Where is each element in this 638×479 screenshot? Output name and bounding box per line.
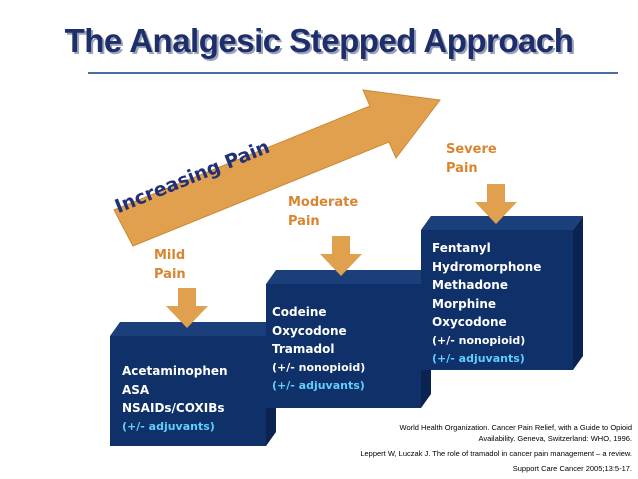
citation-who: World Health Organization. Cancer Pain R… bbox=[400, 422, 632, 444]
drug-item: NSAIDs/COXIBs bbox=[122, 401, 225, 415]
citation-who-line1: World Health Organization. Cancer Pain R… bbox=[399, 423, 632, 432]
step-1-drug-list: Acetaminophen ASA NSAIDs/COXIBs (+/- adj… bbox=[122, 362, 228, 436]
drug-item: Oxycodone bbox=[432, 315, 507, 329]
citation-who-line2: Availability. Geneva, Switzerland: WHO, … bbox=[478, 434, 632, 443]
step-2-top bbox=[266, 270, 431, 284]
drug-item: Oxycodone bbox=[272, 323, 347, 338]
drug-item: Fentanyl bbox=[432, 241, 491, 255]
citation-leppert-line1: Leppert W, Luczak J. The role of tramado… bbox=[360, 449, 632, 458]
drug-item: Codeine bbox=[272, 305, 327, 319]
drug-item: Tramadol bbox=[272, 342, 335, 356]
step-3-side bbox=[573, 216, 583, 370]
drug-item: Methadone bbox=[432, 278, 508, 292]
drug-item: Hydromorphone bbox=[432, 259, 542, 274]
step-1-pain-label-line1: Mild bbox=[154, 248, 186, 263]
drug-item: ASA bbox=[122, 382, 150, 397]
drug-item: Acetaminophen bbox=[122, 364, 228, 378]
step-2-adjuvants: (+/- adjuvants) bbox=[272, 379, 365, 392]
step-2-pain-label: Moderate Pain bbox=[288, 193, 358, 231]
step-2-down-arrow bbox=[320, 236, 362, 276]
step-3-adjuvants: (+/- adjuvants) bbox=[432, 352, 525, 365]
step-2-drug-list: Codeine Oxycodone Tramadol (+/- nonopioi… bbox=[272, 303, 365, 396]
step-1-top bbox=[110, 322, 276, 336]
step-3-pain-label: Severe Pain bbox=[446, 140, 497, 178]
step-3-drug-list: Fentanyl Hydromorphone Methadone Morphin… bbox=[432, 239, 541, 369]
citation-leppert-line2: Support Care Cancer 2005;13:5-17. bbox=[512, 464, 632, 473]
step-3-nonopioid: (+/- nonopioid) bbox=[432, 333, 526, 347]
step-3-down-arrow bbox=[475, 184, 517, 224]
step-2-block bbox=[266, 284, 421, 408]
step-1-adjuvants: (+/- adjuvants) bbox=[122, 419, 215, 433]
step-1-pain-label: Mild Pain bbox=[154, 246, 186, 284]
step-3-top bbox=[421, 216, 583, 230]
step-1-block bbox=[110, 336, 266, 446]
step-3-pain-label-line2: Pain bbox=[446, 161, 478, 176]
title-underline bbox=[88, 72, 618, 74]
citation-leppert: Leppert W, Luczak J. The role of tramado… bbox=[360, 448, 632, 474]
step-3-pain-label-line1: Severe bbox=[446, 142, 497, 157]
step-2-pain-label-line1: Moderate bbox=[288, 195, 359, 210]
step-1-pain-label-line2: Pain bbox=[154, 267, 186, 282]
step-3-block bbox=[421, 230, 573, 370]
step-2-pain-label-line2: Pain bbox=[288, 214, 320, 229]
drug-item: Morphine bbox=[432, 296, 497, 311]
step-2-nonopioid: (+/- nonopioid) bbox=[272, 360, 366, 374]
increasing-pain-arrow bbox=[113, 89, 441, 247]
slide-title: The Analgesic Stepped Approach bbox=[64, 22, 574, 59]
step-1-down-arrow bbox=[166, 288, 208, 328]
